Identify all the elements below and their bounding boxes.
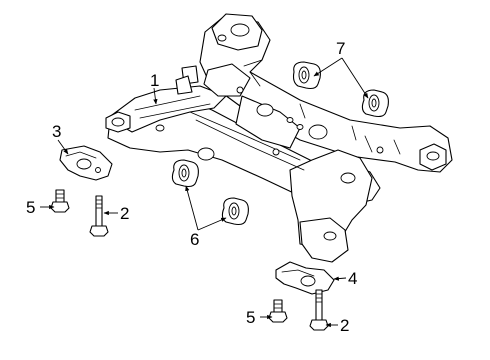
leader-lines [40,57,369,328]
bolt-5-bottom [268,299,288,323]
bushing-6-lower [221,197,249,226]
bushing-7-upper [292,61,321,90]
bolt-5-left [50,189,70,213]
callout-3: 3 [52,122,61,141]
callout-7: 7 [336,39,345,58]
callout-2-left: 2 [120,204,129,223]
callout-labels: 1 2 2 3 4 5 5 6 7 [26,39,357,335]
bolt-2-bottom [309,289,329,331]
bushing-6-upper [171,159,199,188]
callout-4: 4 [348,269,357,288]
bolt-2-left [89,195,109,237]
bracket-3 [59,145,113,181]
callout-2-bottom: 2 [340,316,349,335]
callout-5-left: 5 [26,198,35,217]
callout-5-bottom: 5 [246,308,255,327]
bushing-7-lower [361,89,389,118]
callout-6: 6 [190,230,199,249]
callout-1: 1 [150,71,159,90]
bracket-4 [275,261,335,295]
subframe-crossmember [105,13,453,263]
